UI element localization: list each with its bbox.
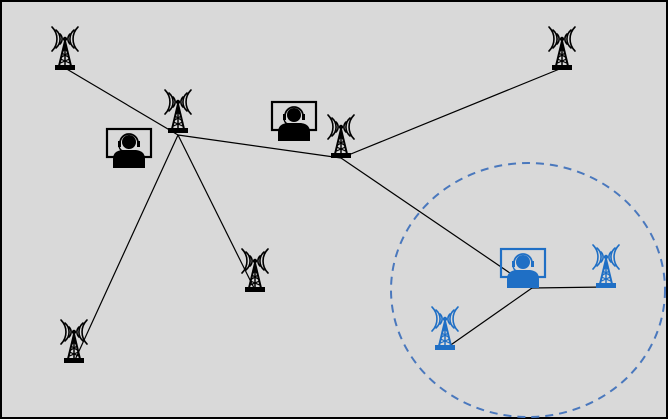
link-tower-2-tower-6 <box>177 134 256 291</box>
link-operator-3-tower-7 <box>444 287 533 350</box>
radio-tower-icon <box>548 26 576 70</box>
radio-tower-icon <box>164 89 192 133</box>
link-tower-3-tower-4 <box>340 67 563 159</box>
radio-tower-icon <box>327 114 355 158</box>
radio-tower-icon <box>51 26 79 70</box>
operator-monitor-icon <box>270 100 318 141</box>
operator-monitor-icon <box>105 127 153 168</box>
radio-tower-icon <box>431 306 459 350</box>
link-tower-2-tower-3 <box>177 134 342 159</box>
link-tower-2-tower-5 <box>73 134 179 363</box>
radio-tower-icon <box>241 248 269 292</box>
network-nodes <box>51 26 620 363</box>
radio-tower-icon <box>592 244 620 288</box>
coverage-area-circle <box>390 162 666 418</box>
radio-tower-icon <box>60 319 88 363</box>
network-links <box>64 67 607 363</box>
operator-monitor-icon <box>499 247 547 288</box>
link-tower-1-tower-2 <box>64 67 179 136</box>
link-operator-3-tower-8 <box>531 286 607 289</box>
